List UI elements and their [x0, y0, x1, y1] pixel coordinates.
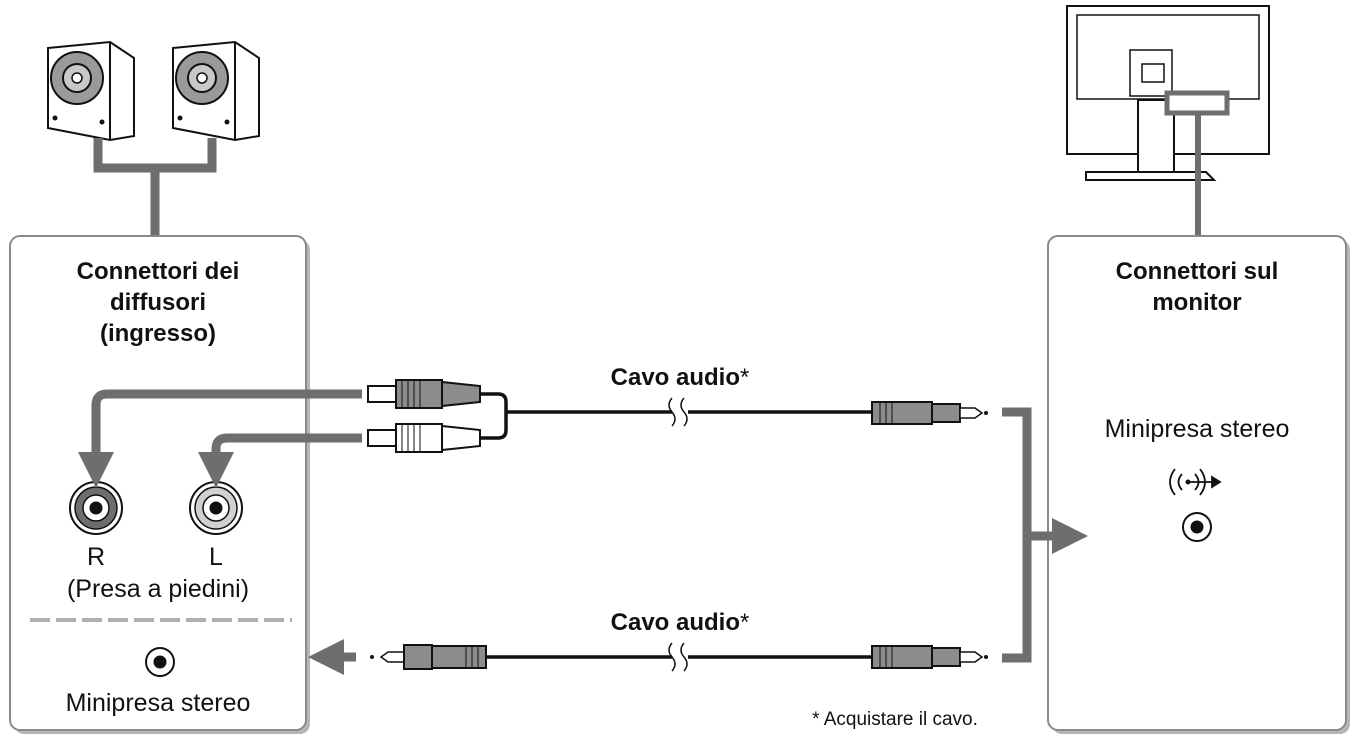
right-panel-title: Connettori sul monitor [1048, 256, 1346, 318]
bottom-cable-label-text: Cavo audio [610, 609, 740, 636]
speaker-icon [172, 40, 260, 142]
top-cable-label-text: Cavo audio [610, 364, 740, 391]
footnote: * Acquistare il cavo. [812, 709, 978, 730]
mini-plug-bottom-left [370, 644, 487, 670]
left-panel-title-line: (ingresso) [99, 320, 216, 347]
right-panel [1047, 235, 1347, 731]
arrow-to-r-jack [78, 389, 362, 488]
top-cable [480, 392, 872, 440]
speaker-link-cable [93, 138, 217, 236]
rca-jack-icon [189, 481, 243, 535]
jack-label-l: L [209, 543, 223, 571]
rca-caption: (Presa a piedini) [66, 575, 250, 603]
left-panel-title: Connettori dei diffusori (ingresso) [10, 256, 306, 349]
right-panel-title-line: Connettori sul [1115, 258, 1279, 285]
mini-plug-top-right [871, 401, 988, 425]
jack-label-r: R [86, 543, 106, 571]
arrow-to-l-jack [198, 433, 362, 488]
left-panel-title-line: Connettori dei [76, 258, 240, 285]
mini-plug-bottom-right [871, 645, 988, 669]
arrow-to-monitor [1002, 407, 1070, 663]
cable-break-mark [668, 397, 688, 427]
rca-jack-icon [69, 481, 123, 535]
left-panel [9, 235, 307, 731]
right-mini-caption: Minipresa stereo [1104, 415, 1290, 443]
bottom-cable-label: Cavo audio* [560, 607, 800, 638]
left-mini-caption: Minipresa stereo [65, 689, 251, 717]
left-panel-title-line: diffusori [110, 289, 206, 316]
rca-plug-top [367, 379, 481, 409]
speaker-icon [47, 40, 135, 142]
rca-plug-bottom [367, 423, 481, 453]
cable-break-mark [668, 642, 688, 672]
mini-jack-icon [1182, 512, 1212, 542]
monitor-icon [1066, 5, 1270, 181]
mini-jack-icon [145, 647, 175, 677]
top-cable-label: Cavo audio* [560, 362, 800, 393]
asterisk-mark: * [740, 364, 750, 391]
audio-out-icon [1169, 468, 1222, 496]
asterisk-mark: * [740, 609, 750, 636]
right-panel-title-line: monitor [1152, 289, 1242, 316]
